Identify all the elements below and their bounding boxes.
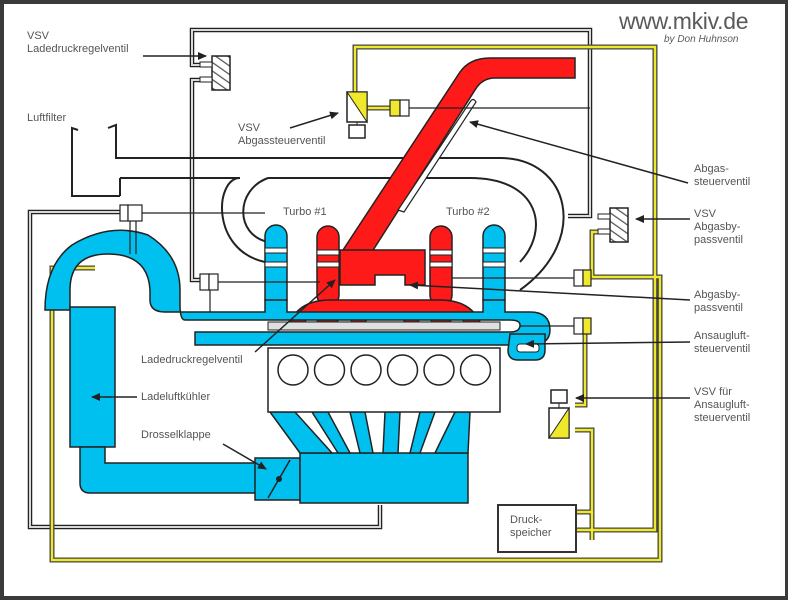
- cylinder: [386, 354, 419, 386]
- vsv-abgasbypassventil: [597, 207, 629, 243]
- arrow-ladedruckregelventil: [254, 279, 336, 353]
- cylinder: [277, 354, 309, 386]
- label-line: Abgassteuerventil: [238, 135, 326, 147]
- label-line: Abgasby-: [694, 221, 741, 233]
- label-luftfilter: Luftfilter: [27, 112, 67, 124]
- label-turbo-1: Turbo #1: [283, 206, 327, 218]
- label-line: Ladedruckregelventil: [27, 43, 129, 55]
- label-line: passventil: [694, 302, 743, 314]
- intake-plenum: [299, 452, 469, 504]
- engine-block: [267, 321, 501, 413]
- arrow-ansaugluftsteuerventil: [525, 339, 691, 348]
- intercooler: [69, 306, 116, 448]
- intake-runners: [268, 411, 471, 454]
- cylinder: [313, 354, 346, 386]
- label-vsv-abgasbypassventil: VSV Abgasby- passventil: [694, 208, 743, 247]
- exhaust-system: [288, 57, 576, 323]
- label-line: VSV: [27, 30, 50, 42]
- label-ladeluftkuehler: Ladeluftkühler: [141, 391, 211, 403]
- vsv-abgassteuerventil: [346, 91, 368, 139]
- intake-system: [44, 224, 551, 504]
- intercooler-outlet-pipe: [79, 446, 259, 494]
- label-ladedruckregelventil: Ladedruckregelventil: [141, 354, 243, 366]
- label-turbo-2: Turbo #2: [446, 206, 490, 218]
- label-line: VSV für: [694, 386, 732, 398]
- charge-pipe: [44, 229, 551, 346]
- label-line: VSV: [694, 208, 717, 220]
- label-druckspeicher: Druck- speicher: [510, 514, 552, 540]
- actuators: [119, 99, 592, 335]
- label-line: steuerventil: [694, 176, 751, 188]
- label-line: steuerventil: [694, 343, 751, 355]
- label-vsv-ladedruckregelventil: VSV Ladedruckregelventil: [27, 30, 129, 56]
- site-title: www.mkiv.de: [619, 8, 749, 34]
- arrow-abgasbypassventil: [409, 281, 691, 301]
- label-line: Druck-: [510, 514, 543, 526]
- label-line: VSV: [238, 122, 261, 134]
- label-drosselklappe: Drosselklappe: [141, 429, 211, 441]
- label-abgasbypassventil: Abgasby- passventil: [694, 289, 743, 315]
- arrow-vsv-abgas: [289, 111, 339, 129]
- downpipe: [341, 57, 576, 256]
- bypass-pipe: [339, 249, 426, 286]
- leader-arrows: [91, 52, 691, 470]
- label-line: Ansaugluft-: [694, 330, 750, 342]
- label-line: Abgasby-: [694, 289, 741, 301]
- cylinder: [459, 354, 492, 386]
- arrow-abgassteuerventil: [469, 120, 689, 184]
- air-filter-duct: [71, 123, 565, 291]
- vsv-ladedruckregelventil: [199, 55, 231, 91]
- label-abgassteuerventil: Abgas- steuerventil: [694, 163, 750, 189]
- label-ansaugluftsteuerventil: Ansaugluft- steuerventil: [694, 330, 750, 356]
- cylinder: [423, 354, 455, 386]
- label-vsv-abgassteuerventil: VSV Abgassteuerventil: [238, 122, 325, 148]
- label-line: steuerventil: [694, 412, 751, 424]
- vsv-ansaugluftsteuerventil: [548, 389, 570, 439]
- author-credit: by Don Huhnson: [664, 34, 739, 45]
- pressure-accumulator: [497, 504, 577, 553]
- label-line: Ansaugluft-: [694, 399, 750, 411]
- label-line: speicher: [510, 527, 552, 539]
- arrow-drosselklappe: [222, 443, 267, 470]
- label-line: Abgas-: [694, 163, 729, 175]
- cylinder: [350, 354, 382, 386]
- label-vsv-ansaugluftsteuerventil: VSV für Ansaugluft- steuerventil: [694, 386, 750, 425]
- label-line: passventil: [694, 234, 743, 246]
